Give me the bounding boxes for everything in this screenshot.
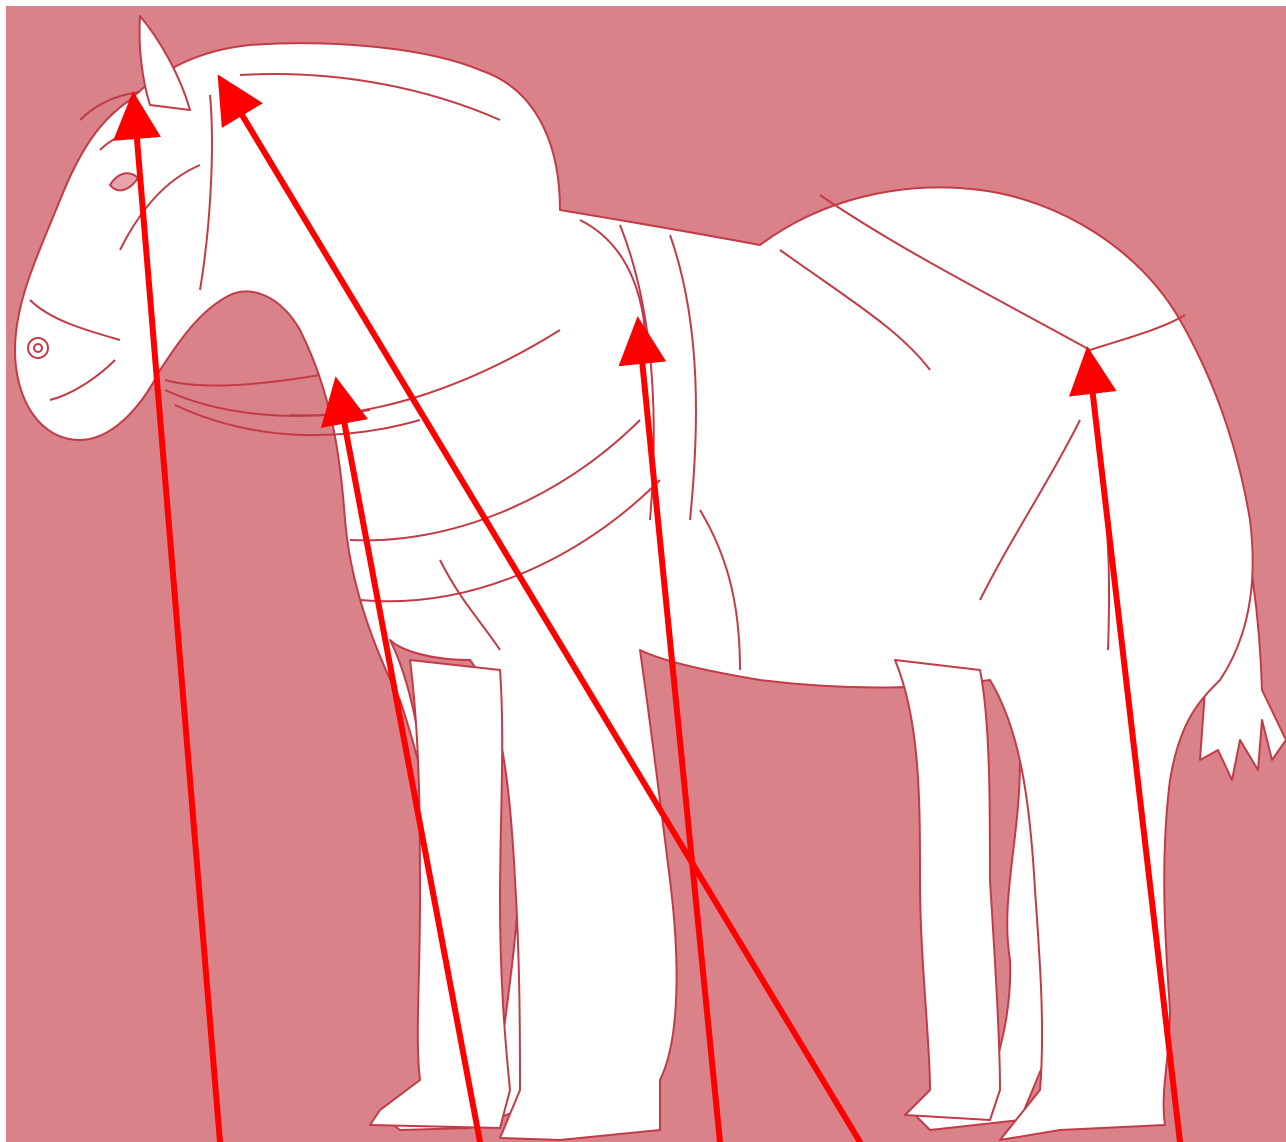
horse-diagram [0,0,1286,1142]
horse-diagram-svg [0,0,1286,1142]
